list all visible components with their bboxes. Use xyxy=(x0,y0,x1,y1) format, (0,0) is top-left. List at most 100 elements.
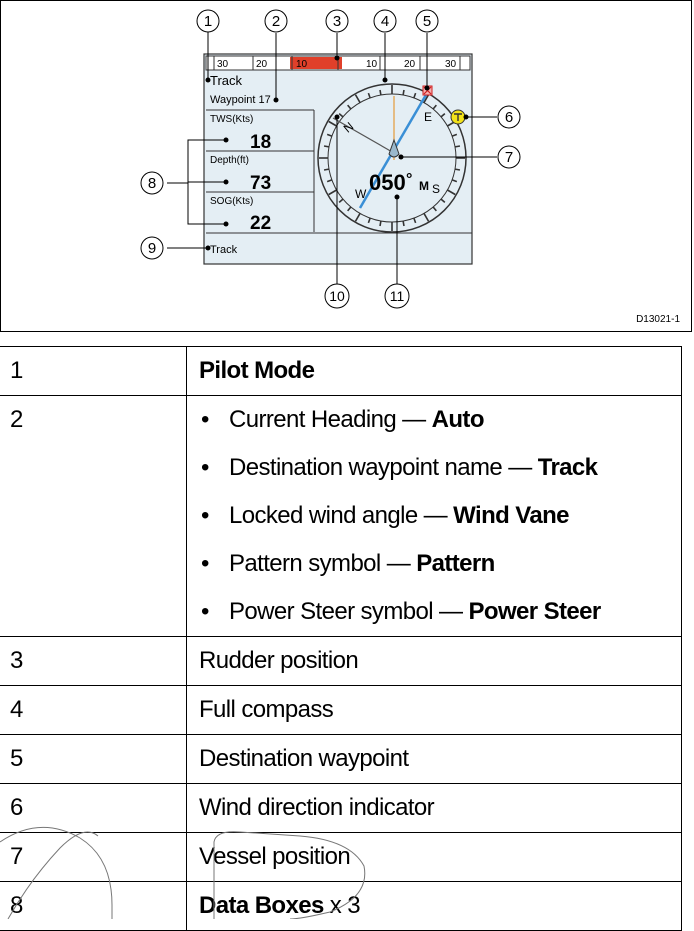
svg-text:11: 11 xyxy=(390,288,405,304)
compass-tick xyxy=(323,145,330,148)
scale-label: 20 xyxy=(404,59,416,70)
svg-text:1: 1 xyxy=(204,13,212,30)
legend-description: Vessel position xyxy=(186,832,682,882)
legend-text: Pattern symbol — xyxy=(229,550,417,577)
status-text: Track xyxy=(210,244,238,256)
compass-tick xyxy=(323,168,330,171)
legend-bold-text: Wind Vane xyxy=(453,502,569,529)
callout-circles: 1 2 3 4 5 6 7 8 9 10 11 xyxy=(140,9,521,309)
compass-tick xyxy=(451,179,458,183)
compass-tick xyxy=(440,198,446,203)
compass-s-label: S xyxy=(432,182,440,196)
bullet-item: Pattern symbol — Pattern xyxy=(199,550,681,578)
bullet-item: Locked wind angle — Wind Vane xyxy=(199,502,681,530)
legend-text: Wind direction indicator xyxy=(199,794,435,821)
legend-text: Destination waypoint name — xyxy=(229,454,538,481)
compass-tick xyxy=(402,89,405,96)
data-box-value: 73 xyxy=(250,173,271,194)
compass-tick xyxy=(454,145,461,148)
compass-tick xyxy=(354,94,361,103)
callout-dots xyxy=(205,55,469,251)
compass-tick xyxy=(354,213,361,222)
wind-line xyxy=(332,117,395,154)
compass-tick xyxy=(432,206,437,212)
scale-labels: 30 20 10 10 20 30 xyxy=(217,59,457,70)
compass-tick xyxy=(454,168,461,171)
compass-tick xyxy=(326,133,333,137)
data-box-value: 22 xyxy=(250,213,271,234)
legend-description: Destination waypoint xyxy=(186,734,682,784)
legend-number: 8 xyxy=(0,881,187,931)
bullet-item: Power Steer symbol — Power Steer xyxy=(199,598,681,626)
pilot-display-diagram: 30 20 10 10 20 30 Track Waypoint 17 TWS(… xyxy=(140,9,521,309)
legend-number: 5 xyxy=(0,734,187,784)
callout-7: 7 xyxy=(497,145,521,169)
svg-text:7: 7 xyxy=(505,149,513,166)
scale-label: 10 xyxy=(296,59,308,70)
legend-number: 6 xyxy=(0,783,187,833)
legend-bold-text: Power Steer xyxy=(468,598,601,625)
legend-text: Full compass xyxy=(199,696,334,723)
compass-tick xyxy=(402,220,405,227)
callout-10: 10 xyxy=(324,283,350,309)
compass-tick xyxy=(328,120,337,127)
figure-id: D13021-1 xyxy=(636,314,680,325)
callout-11: 11 xyxy=(384,283,410,309)
callout-3: 3 xyxy=(325,9,349,33)
heading-suffix: M xyxy=(419,179,429,193)
legend-description: Full compass xyxy=(186,685,682,735)
compass-tick xyxy=(423,213,430,222)
legend-text: Vessel position xyxy=(199,843,351,870)
svg-text:5: 5 xyxy=(423,13,431,30)
compass-e-label: E xyxy=(424,110,432,124)
legend-number: 1 xyxy=(0,346,187,396)
compass-tick xyxy=(347,104,352,110)
compass-tick xyxy=(447,189,456,196)
callout-6: 6 xyxy=(497,105,521,129)
data-box-label: TWS(Kts) xyxy=(210,114,253,125)
legend-text: Current Heading — xyxy=(229,406,432,433)
compass-tick xyxy=(328,189,337,196)
compass-tick xyxy=(413,92,417,99)
rudder-bar xyxy=(290,57,342,69)
legend-bold-text: Auto xyxy=(431,406,485,433)
compass-tick xyxy=(432,104,437,110)
waypoint-name-text: Waypoint 17 xyxy=(210,94,271,106)
scale-label: 20 xyxy=(256,59,268,70)
compass-tick xyxy=(347,206,352,212)
heading-value: 050 xyxy=(369,170,406,195)
legend-bold-text: Track xyxy=(537,454,598,481)
legend-row: 6 Wind direction indicator xyxy=(0,783,682,833)
compass-tick xyxy=(379,220,382,227)
legend-bold-text: Pattern xyxy=(416,550,495,577)
bullet-item: Current Heading — Auto xyxy=(199,406,681,434)
callout-9: 9 xyxy=(140,236,164,260)
compass-tick xyxy=(451,133,458,137)
compass-tick xyxy=(413,217,417,224)
compass-rose: N E S W 050 ° M xyxy=(317,83,467,233)
scale-label: 30 xyxy=(217,59,229,70)
callout-4: 4 xyxy=(373,9,397,33)
compass-tick xyxy=(440,113,446,118)
scale-label: 10 xyxy=(366,59,378,70)
legend-number: 4 xyxy=(0,685,187,735)
legend-description: Wind direction indicator xyxy=(186,783,682,833)
callout-5: 5 xyxy=(415,9,439,33)
compass-tick xyxy=(367,217,371,224)
compass-tick xyxy=(379,89,382,96)
legend-description: Data Boxes x 3 xyxy=(186,881,682,931)
figure-panel xyxy=(0,0,692,332)
legend-description: Current Heading — AutoDestination waypoi… xyxy=(186,395,682,637)
compass-tick xyxy=(338,198,344,203)
legend-bold-text: Data Boxes xyxy=(199,892,324,919)
data-box-frames xyxy=(206,109,472,234)
bullet-list: Current Heading — AutoDestination waypoi… xyxy=(199,406,681,626)
scale-label: 30 xyxy=(445,59,457,70)
callout-8: 8 xyxy=(140,171,164,195)
